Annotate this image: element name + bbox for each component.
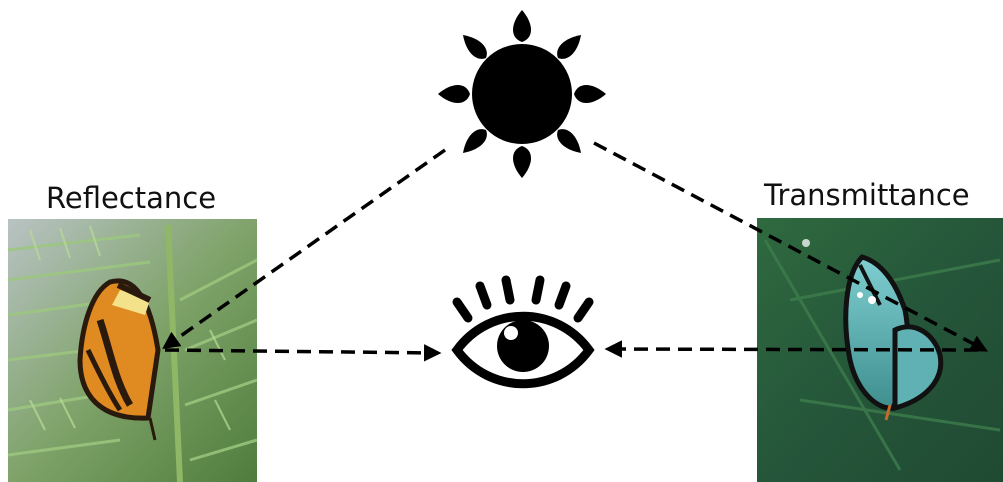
reflectance-label: Reflectance [46,181,216,215]
sun-icon [438,10,606,178]
transmittance-to-eye-arrow [608,349,978,350]
eye-icon [457,280,589,384]
transmittance-label: Transmittance [764,178,970,212]
